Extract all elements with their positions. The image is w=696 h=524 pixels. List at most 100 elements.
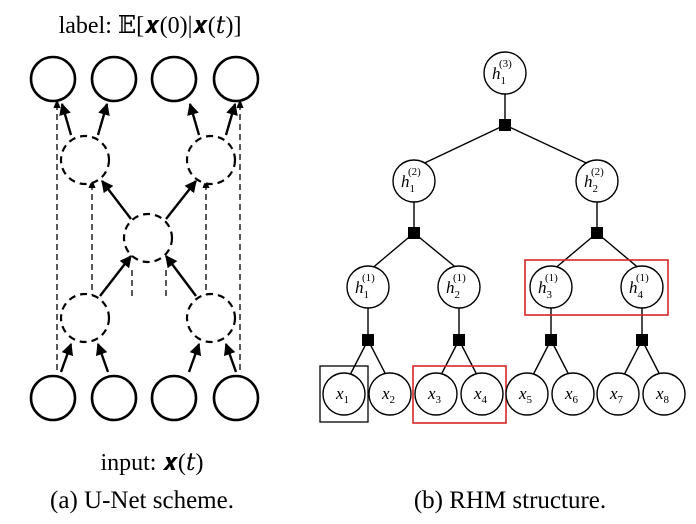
node-sup: (1): [636, 272, 649, 284]
rhm-node-circle: [620, 265, 664, 309]
node-label: x6: [564, 384, 579, 406]
unet-encoder-node: [59, 292, 111, 344]
node-sub: 7: [618, 394, 624, 406]
node-base: x: [335, 384, 344, 403]
node-sub: 4: [482, 394, 488, 406]
node-base: x: [427, 384, 436, 403]
node-sup: (1): [362, 272, 375, 284]
rhm-leaf-node: x3: [414, 372, 458, 416]
rhm-node-circle: [529, 265, 573, 309]
node-sub: 2: [593, 183, 599, 195]
node-sub: 1: [364, 289, 370, 301]
rhm-factors: [362, 119, 648, 346]
rhm-factor-node: [545, 334, 557, 346]
node-sub: 3: [436, 394, 442, 406]
highlight-box-black: [319, 365, 369, 423]
highlight-box-red-level1: [524, 259, 669, 316]
unet-input-text: input: 𝒙(𝑡): [100, 450, 203, 476]
node-label: x8: [655, 384, 670, 406]
unet-label-text: label: 𝔼[𝒙(0)|𝒙(𝑡)]: [59, 13, 242, 39]
node-label: x1: [335, 384, 349, 406]
unet-input-nodes: [29, 374, 260, 422]
rhm-leaf-node: x4: [460, 372, 504, 416]
node-base: h: [584, 172, 593, 191]
rhm-level2-node: h1(2): [392, 159, 436, 203]
rhm-level1-node: h3(1): [529, 265, 573, 309]
rhm-node-circle: [414, 372, 458, 416]
unet-input-node: [29, 374, 77, 422]
rhm-node-circle: [437, 265, 481, 309]
unet-caption: (a) U-Net scheme.: [50, 487, 234, 514]
rhm-node-circle: [460, 372, 504, 416]
rhm-factor-node: [362, 334, 374, 346]
rhm-panel: h1(3) h1(2) h2(2) h1(1) h2(1) h: [319, 51, 686, 514]
rhm-leaf-node: x8: [642, 372, 686, 416]
rhm-node-circle: [505, 372, 549, 416]
node-label: h2 (2): [584, 166, 604, 195]
node-base: h: [492, 64, 501, 83]
node-base: x: [473, 384, 482, 403]
node-sub: 1: [501, 75, 507, 87]
rhm-edge: [504, 124, 598, 169]
node-sup: (2): [408, 166, 421, 178]
unet-encoder-node: [185, 292, 237, 344]
rhm-node-circle: [483, 51, 527, 95]
arrow-in1-e1: [59, 342, 74, 373]
rhm-edge: [369, 232, 415, 271]
rhm-level1-node: h4 (1): [620, 265, 664, 309]
node-label: x3: [427, 384, 442, 406]
node-sub: 6: [573, 394, 579, 406]
node-base: h: [629, 278, 638, 297]
rhm-edge: [413, 124, 506, 169]
node-sup: (1): [545, 272, 558, 284]
node-label: h4 (1): [629, 272, 649, 301]
rhm-node-circle: [368, 372, 412, 416]
rhm-leaf-node: x7: [596, 372, 640, 416]
rhm-caption: (b) RHM structure.: [414, 487, 606, 514]
node-base: x: [655, 384, 664, 403]
unet-bottleneck-node: [122, 212, 174, 264]
rhm-leaf-node: x1: [322, 372, 366, 416]
unet-input-node: [150, 374, 198, 422]
node-base: h: [538, 278, 547, 297]
node-sub: 4: [638, 289, 644, 301]
arrow-d1-out2: [96, 102, 110, 136]
rhm-root-node: h1(3): [483, 51, 527, 95]
node-sup: (2): [591, 166, 604, 178]
unet-skip-connections: [53, 99, 244, 370]
arrow-d1-out1: [59, 102, 73, 136]
rhm-edges: [349, 94, 661, 376]
unet-output-nodes: [29, 55, 260, 103]
unet-panel: label: 𝔼[𝒙(0)|𝒙(𝑡)]: [29, 13, 260, 514]
unet-output-node: [90, 55, 138, 103]
rhm-level1-node: h1(1): [346, 265, 390, 309]
node-base: x: [609, 384, 618, 403]
rhm-factor-node: [453, 334, 465, 346]
unet-input-node: [212, 374, 260, 422]
unet-hidden-nodes: [59, 134, 237, 344]
rhm-node-circle: [596, 372, 640, 416]
node-label: h1(2): [401, 166, 421, 195]
arrow-d2-out3: [187, 102, 201, 136]
node-sub: 1: [410, 183, 416, 195]
node-base: x: [564, 384, 573, 403]
unet-input-node: [90, 374, 138, 422]
arrow-mid-d1: [101, 180, 132, 220]
rhm-node-circle: [642, 372, 686, 416]
rhm-leaf-node: x5: [505, 372, 549, 416]
rhm-edge: [413, 232, 460, 271]
node-label: x4: [473, 384, 488, 406]
node-base: x: [381, 384, 390, 403]
node-label: h1(3): [492, 58, 512, 87]
node-sub: 5: [527, 394, 533, 406]
unet-arrows: [59, 102, 238, 373]
unet-decoder-node: [59, 134, 111, 186]
node-sub: 2: [390, 394, 396, 406]
rhm-nodes: h1(3) h1(2) h2(2) h1(1) h2(1) h: [322, 51, 686, 416]
node-sub: 1: [344, 394, 350, 406]
node-label: x5: [518, 384, 533, 406]
arrow-in4-e2: [223, 342, 238, 373]
node-base: h: [446, 278, 455, 297]
node-sub: 8: [664, 394, 670, 406]
